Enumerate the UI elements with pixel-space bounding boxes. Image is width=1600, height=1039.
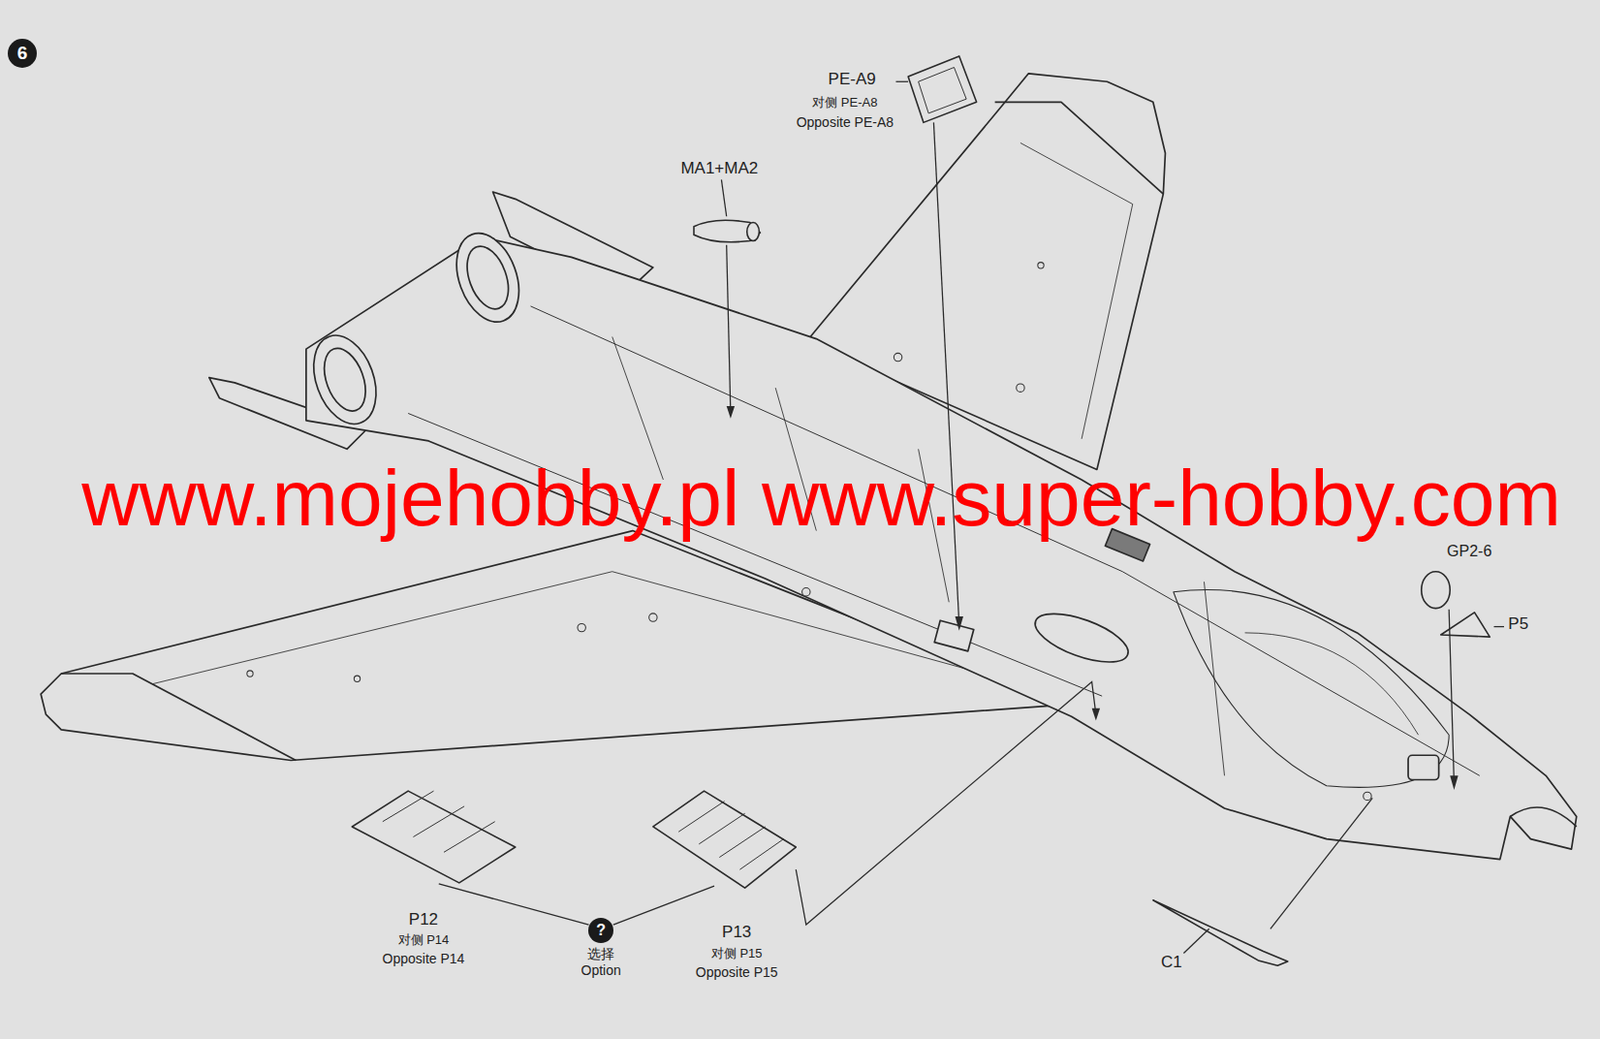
illustration-path	[1509, 807, 1576, 827]
illustration-path	[351, 790, 515, 883]
illustration-path	[612, 337, 1225, 777]
illustration-path	[613, 885, 715, 925]
illustration-path	[995, 101, 1164, 194]
illustration-ellipse	[1421, 571, 1450, 609]
illustration-ellipse	[302, 326, 388, 433]
illustration-circle	[649, 613, 658, 622]
illustration-path	[721, 179, 726, 217]
illustration-circle	[1037, 262, 1044, 269]
illustration-path	[726, 245, 731, 414]
illustration-path	[1183, 928, 1209, 953]
opposite-note: Opposite PE-A8	[796, 116, 894, 131]
node-text: ?	[596, 921, 606, 940]
airframe	[40, 73, 1577, 860]
illustration-path	[955, 616, 964, 631]
illustration-path	[1448, 609, 1454, 785]
illustration-circle	[577, 623, 586, 631]
illustration-rect	[1408, 754, 1440, 780]
illustration-rect	[934, 620, 974, 652]
watermark: www.mojehobby.pl www.super-hobby.com	[81, 458, 1562, 538]
node-text: 6	[17, 42, 29, 64]
illustration-path	[1245, 632, 1419, 735]
part-number: MA1+MA2	[680, 158, 758, 178]
illustration-path	[407, 412, 1102, 696]
illustration-circle	[247, 670, 253, 677]
illustration-path	[439, 883, 590, 925]
opposite-note: 对侧 P14	[398, 933, 450, 947]
illustration-path	[1270, 797, 1373, 929]
part-number: C1	[1160, 953, 1183, 973]
step-number: 6	[7, 38, 37, 68]
illustration-path	[795, 681, 1097, 925]
illustration-path	[1449, 775, 1458, 790]
illustration-ellipse	[747, 222, 760, 242]
illustration-path	[382, 790, 496, 852]
option-symbol: ?选择 Option	[588, 917, 614, 943]
illustration-path	[1092, 708, 1100, 722]
opposite-note: Opposite P15	[695, 966, 779, 981]
illustration-circle	[1363, 791, 1372, 800]
illustration-ellipse	[316, 343, 375, 417]
illustration-circle	[1016, 383, 1025, 392]
opposite-note: 对侧 PE-A8	[812, 95, 878, 110]
illustration-ellipse	[1029, 603, 1134, 672]
part-number: GP2-6	[1446, 542, 1492, 561]
node-caption: 选择 Option	[570, 945, 631, 979]
illustration-path	[726, 406, 735, 419]
opposite-note: 对侧 P15	[711, 946, 763, 961]
illustration-path	[306, 236, 1577, 859]
illustration-path	[1493, 626, 1505, 628]
illustration-path	[933, 122, 959, 625]
part-number: P5	[1507, 615, 1529, 634]
illustration-path	[918, 67, 967, 114]
illustration-circle	[802, 588, 811, 597]
part-number: P13	[721, 923, 752, 942]
illustration-path	[1173, 589, 1449, 787]
illustration-path	[895, 81, 909, 83]
part-number: P12	[408, 909, 439, 929]
illustration-path	[1020, 142, 1133, 439]
illustration-path	[531, 306, 1480, 776]
opposite-note: Opposite P14	[382, 951, 466, 967]
illustration-ellipse	[459, 240, 517, 314]
illustration-path	[653, 790, 796, 888]
part-number: PE-A9	[828, 70, 877, 90]
illustration-path	[678, 801, 784, 871]
illustration-path	[61, 673, 296, 761]
illustration-circle	[353, 675, 360, 682]
illustration-path	[1441, 612, 1491, 637]
illustration-circle	[893, 352, 902, 361]
illustration-path	[908, 56, 977, 123]
illustration-ellipse	[444, 224, 531, 331]
illustration-path	[693, 219, 760, 243]
